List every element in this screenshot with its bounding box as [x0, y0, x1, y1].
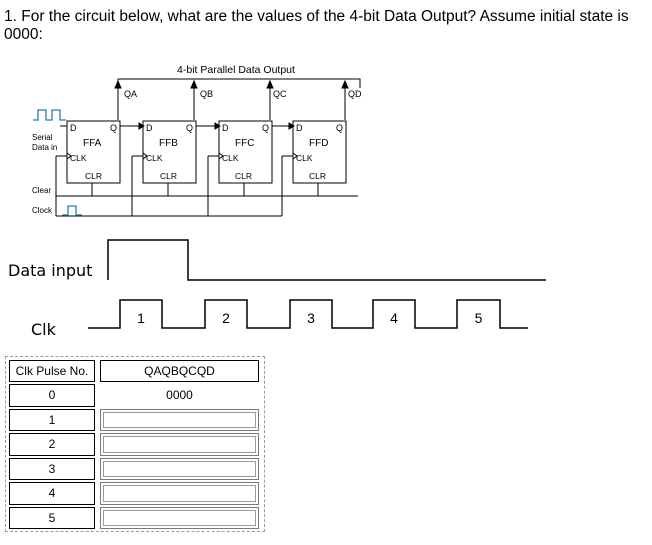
ffc-q-pin: Q	[262, 123, 269, 133]
ffa-clr-pin: CLR	[85, 171, 102, 181]
ffb-clr-pin: CLR	[160, 171, 177, 181]
q-to-d-connections	[120, 122, 295, 130]
data-input-waveform	[107, 239, 546, 281]
answer-input-box[interactable]	[100, 433, 259, 456]
pulse-number-cell: 4	[9, 482, 95, 505]
ffa-d-pin: D	[70, 123, 77, 133]
output-label-qb: QB	[200, 89, 213, 99]
pulse-number-4: 4	[390, 310, 398, 326]
output-arrows	[114, 79, 349, 120]
ffc-name: FFC	[235, 138, 254, 149]
pulse-number-cell: 0	[9, 384, 95, 407]
ffd-clk-pin: CLK	[296, 153, 313, 163]
ffa-q-pin: Q	[110, 123, 117, 133]
clear-label: Clear	[32, 186, 51, 195]
header-clk-pulse: Clk Pulse No.	[9, 360, 95, 382]
answer-input-box[interactable]	[100, 457, 259, 480]
serial-pulse-icon	[33, 109, 66, 121]
parallel-output-title: 4-bit Parallel Data Output	[177, 64, 295, 76]
ffa-clk-pin: CLK	[70, 153, 87, 163]
pulse-number-2: 2	[222, 310, 230, 326]
output-label-qa: QA	[124, 89, 137, 99]
ffb-clk-pin: CLK	[146, 153, 163, 163]
ffd-q-pin: Q	[336, 123, 343, 133]
clock-line	[55, 155, 293, 217]
clear-line	[56, 183, 358, 197]
flipflop-a	[66, 120, 121, 184]
answer-input-box[interactable]	[100, 408, 259, 431]
serial-label: Serial	[32, 133, 53, 142]
state-value-cell: 0000	[166, 388, 193, 403]
ffd-clr-pin: CLR	[309, 171, 326, 181]
shift-register-circuit: 4-bit Parallel Data Output QA QB QC QD D…	[32, 64, 362, 217]
clk-label: Clk	[31, 320, 56, 339]
clock-label: Clock	[32, 206, 53, 215]
data-input-label: Data input	[8, 261, 93, 280]
flipflop-b	[142, 120, 197, 184]
pulse-number-3: 3	[307, 310, 315, 326]
pulse-number-cell: 1	[9, 408, 95, 431]
state-table-frame	[5, 356, 265, 532]
timing-waveforms: 1 2 3 4 5	[88, 239, 546, 329]
header-qa-qb-qc-qd: QAQBQCQD	[100, 360, 259, 382]
ffd-name: FFD	[309, 138, 328, 149]
output-label-qd: QD	[348, 89, 362, 99]
ffc-clk-pin: CLK	[222, 153, 239, 163]
flipflop-c	[218, 120, 273, 184]
ffc-d-pin: D	[222, 123, 229, 133]
data-in-label: Data in	[32, 143, 57, 152]
pulse-number-cell: 2	[9, 433, 95, 456]
clock-waveform	[88, 299, 528, 329]
ffd-d-pin: D	[296, 123, 303, 133]
output-label-qc: QC	[273, 89, 287, 99]
ffa-name: FFA	[83, 138, 102, 149]
question-text: 1. For the circuit below, what are the v…	[4, 8, 629, 43]
pulse-number-cell: 5	[9, 506, 95, 529]
pulse-number-5: 5	[475, 310, 483, 326]
answer-input-box[interactable]	[100, 506, 259, 529]
flipflop-d	[292, 120, 347, 184]
clock-pulse-icon	[62, 205, 82, 216]
ffb-q-pin: Q	[186, 123, 193, 133]
ffb-name: FFB	[159, 138, 178, 149]
pulse-number-1: 1	[137, 310, 145, 326]
ffb-d-pin: D	[146, 123, 153, 133]
ffc-clr-pin: CLR	[235, 171, 252, 181]
answer-input-box[interactable]	[100, 482, 259, 505]
pulse-number-cell: 3	[9, 457, 95, 480]
